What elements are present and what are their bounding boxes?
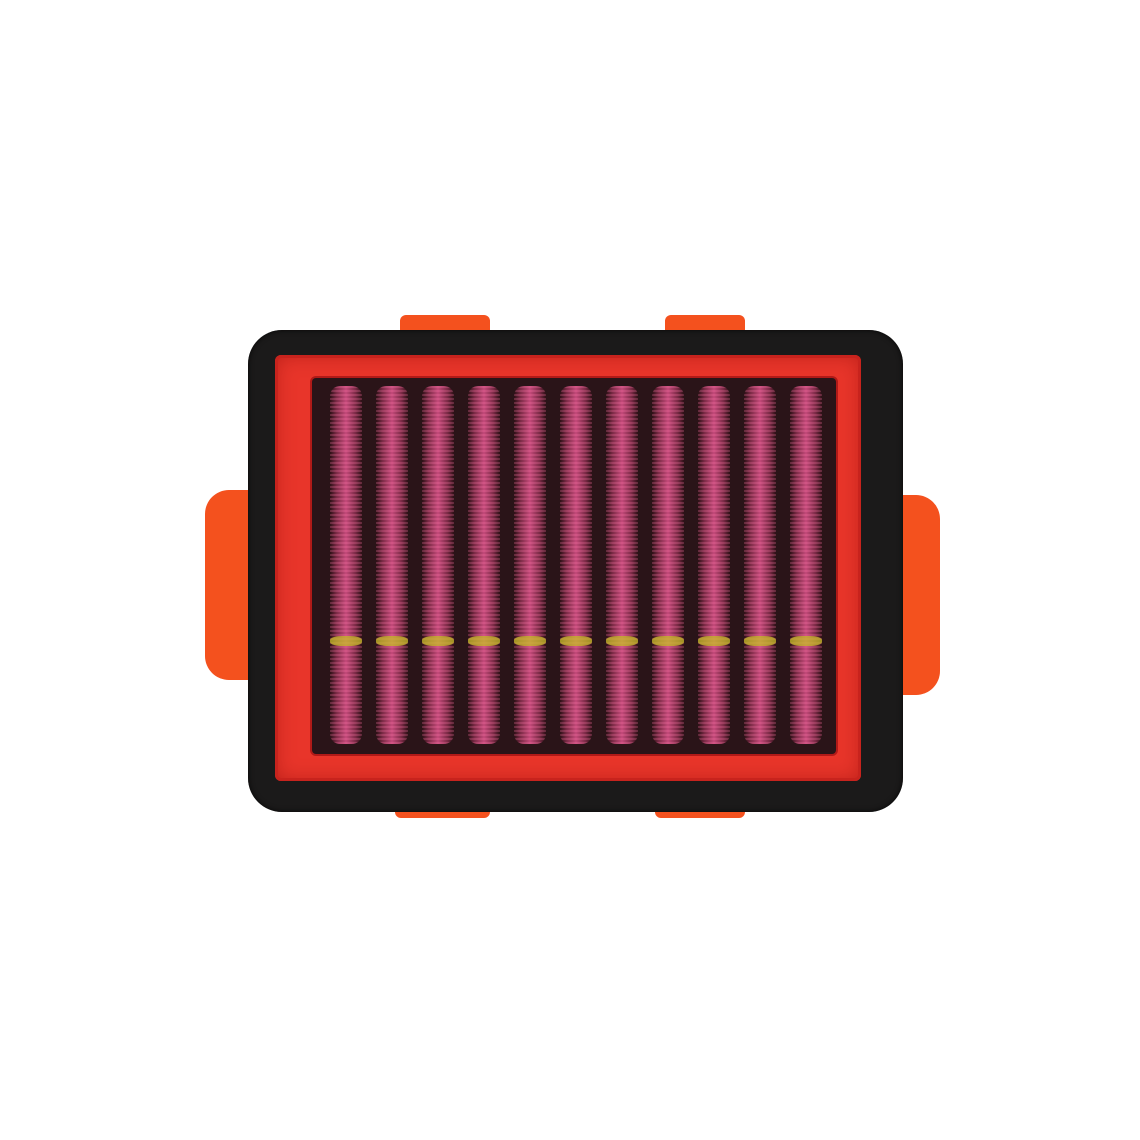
filter-pleat bbox=[698, 386, 730, 744]
logo-band bbox=[422, 636, 454, 646]
logo-band bbox=[652, 636, 684, 646]
logo-band bbox=[468, 636, 500, 646]
filter-pleat bbox=[606, 386, 638, 744]
logo-band bbox=[744, 636, 776, 646]
filter-pleat bbox=[514, 386, 546, 744]
filter-pleat bbox=[376, 386, 408, 744]
filter-pleat bbox=[744, 386, 776, 744]
logo-band bbox=[514, 636, 546, 646]
filter-pleat bbox=[422, 386, 454, 744]
filter-element bbox=[312, 378, 836, 754]
logo-band bbox=[330, 636, 362, 646]
logo-band bbox=[560, 636, 592, 646]
filter-pleat bbox=[652, 386, 684, 744]
logo-band bbox=[606, 636, 638, 646]
filter-pleat bbox=[468, 386, 500, 744]
logo-band bbox=[790, 636, 822, 646]
logo-band bbox=[376, 636, 408, 646]
filter-pleat bbox=[790, 386, 822, 744]
filter-pleat bbox=[330, 386, 362, 744]
filter-pleat bbox=[560, 386, 592, 744]
logo-band bbox=[698, 636, 730, 646]
